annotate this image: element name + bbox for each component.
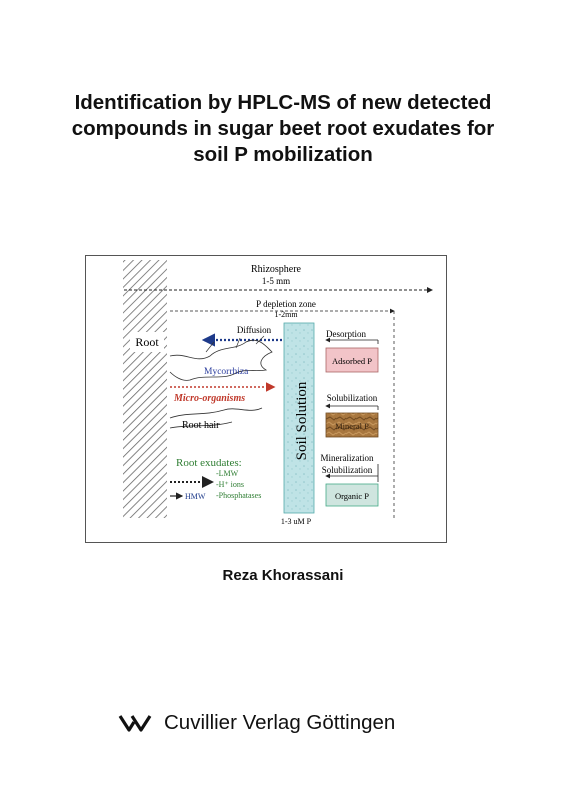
adsorbed-p-label: Adsorbed P bbox=[332, 356, 372, 366]
desorption-arrow bbox=[326, 340, 379, 344]
adsorbed-p-box bbox=[325, 347, 379, 373]
root-hair-label: Root hair bbox=[182, 420, 220, 431]
root-hair-sketch bbox=[169, 407, 263, 419]
title-line-1: Identification by HPLC-MS of new detecte… bbox=[74, 91, 492, 114]
cover-figure: Root Rhizosphere 1-5 mm P depletion zone… bbox=[85, 255, 447, 543]
mineral-p-box bbox=[325, 412, 379, 438]
rhizosphere-size: 1-5 mm bbox=[262, 276, 290, 286]
solubilization-arrow bbox=[326, 406, 379, 410]
phosphatases-label: -Phosphatases bbox=[216, 491, 261, 500]
h-ions-label: -H⁺ ions bbox=[216, 480, 244, 489]
mineralization-arrow bbox=[326, 464, 379, 482]
micro-organisms-label: Micro-organisms bbox=[173, 393, 245, 404]
mineral-p-label: Mineral P bbox=[335, 421, 369, 431]
mycorrhiza-label: Mycorrhiza bbox=[204, 367, 249, 377]
hmw-label: HMW bbox=[185, 492, 206, 501]
soil-solution-column bbox=[283, 322, 315, 514]
solubilization-label: Solubilization bbox=[327, 393, 378, 403]
organic-p-box bbox=[325, 483, 379, 507]
publisher-name: Cuvillier Verlag Göttingen bbox=[164, 711, 396, 734]
author-name: Reza Khorassani bbox=[222, 567, 344, 584]
lmw-label: -LMW bbox=[216, 469, 239, 478]
title-line-3: soil P mobilization bbox=[193, 143, 373, 166]
root-exudates-label: Root exudates: bbox=[176, 457, 242, 469]
desorption-label: Desorption bbox=[326, 329, 366, 339]
rhizosphere-diagram: Root Rhizosphere 1-5 mm P depletion zone… bbox=[123, 260, 433, 526]
mycorrhiza-sketch bbox=[169, 339, 273, 381]
depletion-zone-size: 1-2mm bbox=[274, 310, 298, 319]
depletion-zone-label: P depletion zone bbox=[256, 299, 316, 309]
organic-p-label: Organic P bbox=[335, 491, 369, 501]
book-title: Identification by HPLC-MS of new detecte… bbox=[0, 90, 566, 168]
diffusion-label: Diffusion bbox=[237, 325, 272, 335]
cuvillier-logo-icon bbox=[118, 715, 152, 732]
soil-concentration: 1-3 uM P bbox=[281, 517, 312, 526]
publisher: Cuvillier Verlag Göttingen bbox=[118, 708, 395, 738]
root-label: Root bbox=[135, 335, 159, 349]
title-line-2: compounds in sugar beet root exudates fo… bbox=[71, 117, 495, 140]
rhizosphere-label: Rhizosphere bbox=[251, 264, 302, 275]
soil-solution-label: Soil Solution bbox=[294, 381, 310, 460]
solubilization-organic-label: Solubilization bbox=[322, 465, 373, 475]
mineralization-label: Mineralization bbox=[321, 453, 374, 463]
root-band bbox=[123, 260, 167, 518]
